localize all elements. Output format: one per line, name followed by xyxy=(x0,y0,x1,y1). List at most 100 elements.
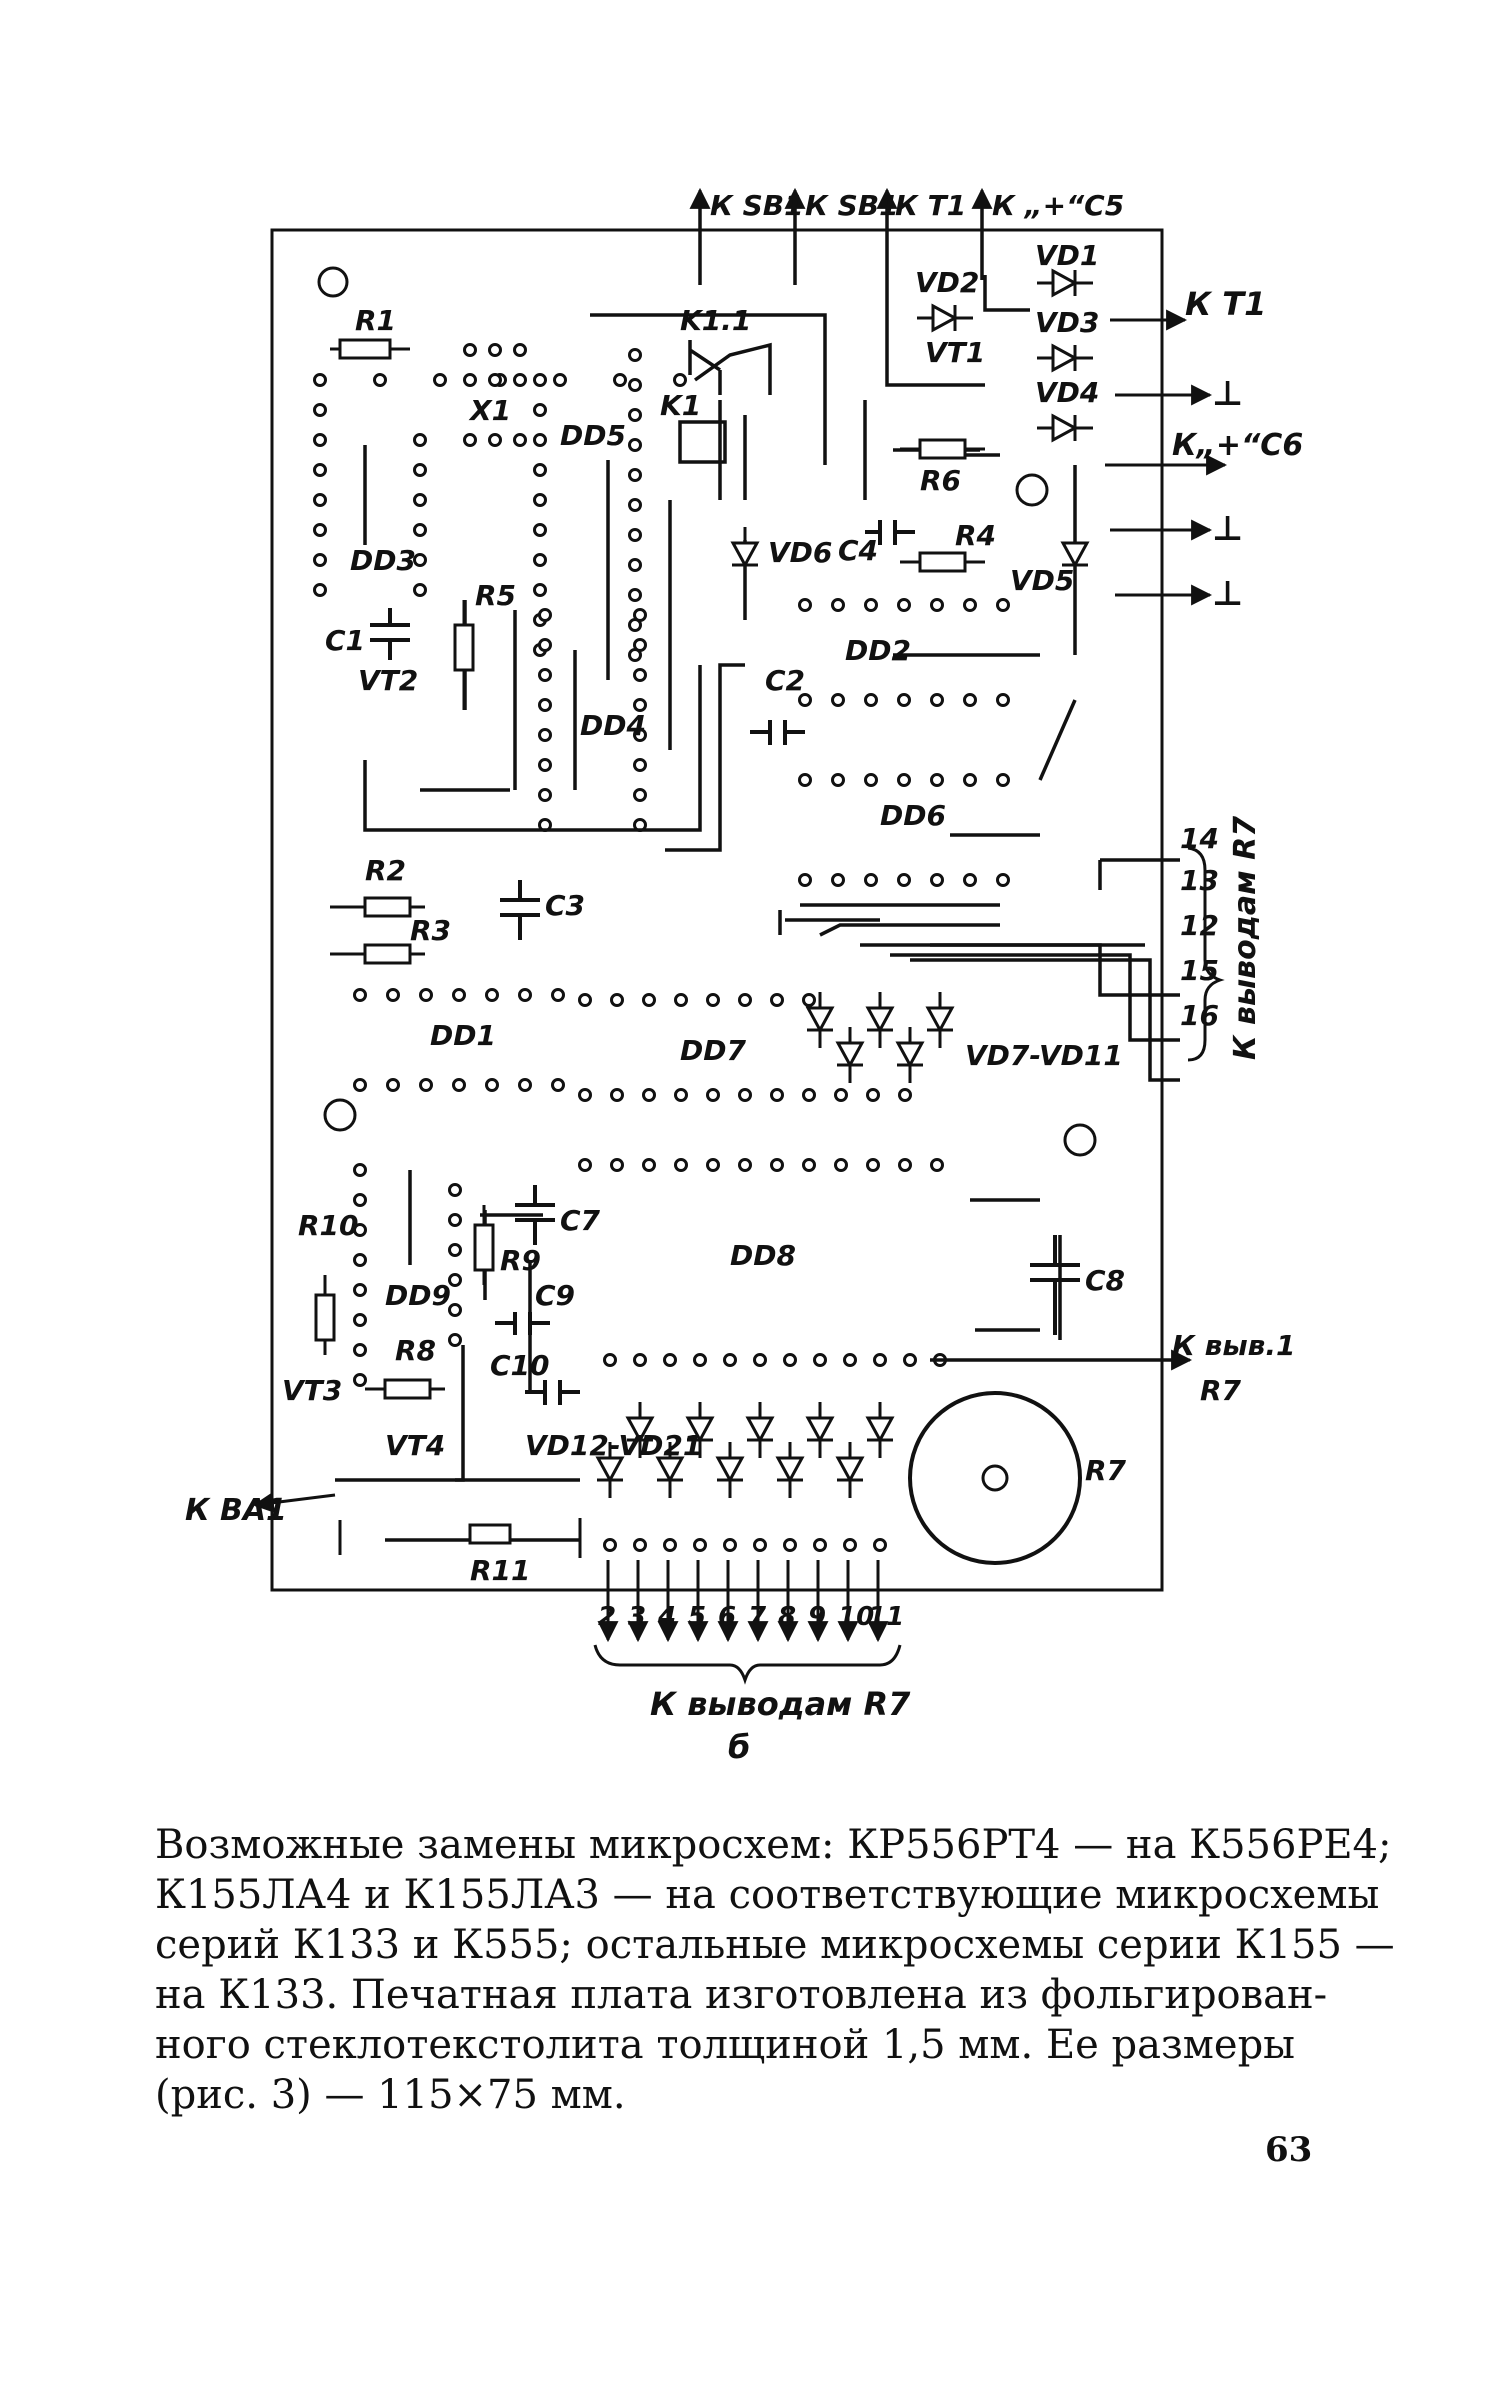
pad xyxy=(898,1088,912,1102)
bottom-brace xyxy=(593,1644,902,1685)
pad xyxy=(452,988,466,1002)
pad xyxy=(996,598,1010,612)
pad xyxy=(603,1538,617,1552)
pad xyxy=(628,438,642,452)
pad xyxy=(864,693,878,707)
diode xyxy=(917,303,973,333)
pad xyxy=(633,728,647,742)
label-bottom-note: К выводам R7 xyxy=(650,1685,911,1723)
component-label-vt1: VT1 xyxy=(925,336,985,369)
diode xyxy=(745,1402,775,1458)
pad xyxy=(633,788,647,802)
component-label-r11: R11 xyxy=(470,1554,531,1587)
diode xyxy=(625,1402,655,1458)
diode xyxy=(835,1027,865,1083)
page-number: 63 xyxy=(1265,2130,1313,2170)
pad xyxy=(551,1078,565,1092)
component-label-r8: R8 xyxy=(395,1334,436,1367)
pad xyxy=(538,728,552,742)
component-labels: R1R2R3R4R5R6R7R8R9R10R11C1C2C3C4C7C8C9C1… xyxy=(282,239,1127,1587)
pad xyxy=(538,788,552,802)
caption-line: Возможные замены микросхем: КР556РТ4 — н… xyxy=(155,1822,1392,1868)
diode xyxy=(1037,343,1093,373)
pad xyxy=(533,373,547,387)
component-label-c1: C1 xyxy=(325,624,365,657)
pad xyxy=(996,773,1010,787)
pad xyxy=(673,373,687,387)
label-right-kt1: К Т1 xyxy=(1185,285,1266,323)
pad xyxy=(628,348,642,362)
component-label-c10: C10 xyxy=(490,1349,550,1382)
pad xyxy=(897,873,911,887)
bottom-pin-label: 6 xyxy=(718,1602,736,1632)
pad xyxy=(353,1193,367,1207)
pad xyxy=(513,433,527,447)
pad xyxy=(642,993,656,1007)
pad xyxy=(610,993,624,1007)
component-label-c2: C2 xyxy=(765,664,805,697)
component-label-vd2: VD2 xyxy=(915,266,979,299)
labels: К SB1 К SB1 К Т1 К „+“С5 К Т1 ⊥ К„+“С6 ⊥… xyxy=(185,189,1303,1760)
label-right-bracket: К выводам R7 xyxy=(1228,816,1263,1060)
pad xyxy=(723,1353,737,1367)
pad xyxy=(448,1213,462,1227)
bottom-pin-label: 4 xyxy=(657,1602,676,1632)
component-label-r9: R9 xyxy=(500,1244,541,1277)
label-right-ground-2: ⊥ xyxy=(1212,509,1243,549)
bottom-pin-label: 10 xyxy=(838,1602,874,1632)
bottom-pin-label: 8 xyxy=(778,1602,796,1632)
pad xyxy=(313,523,327,537)
pad xyxy=(903,1353,917,1367)
diode xyxy=(1060,527,1090,583)
pad xyxy=(578,1088,592,1102)
pad xyxy=(706,993,720,1007)
diode xyxy=(865,992,895,1048)
pad xyxy=(633,608,647,622)
diode xyxy=(895,1027,925,1083)
pad xyxy=(633,1353,647,1367)
pad xyxy=(628,498,642,512)
pad xyxy=(693,1538,707,1552)
component-label-r10: R10 xyxy=(298,1209,359,1242)
pad xyxy=(538,758,552,772)
pad xyxy=(386,988,400,1002)
pad xyxy=(802,1088,816,1102)
pad xyxy=(386,1078,400,1092)
component-label-dd3: DD3 xyxy=(350,544,416,577)
component-label-vt3: VT3 xyxy=(282,1374,342,1407)
pad xyxy=(831,773,845,787)
pad xyxy=(663,1353,677,1367)
pad xyxy=(963,773,977,787)
pad xyxy=(674,1088,688,1102)
pad xyxy=(798,693,812,707)
pad xyxy=(693,1353,707,1367)
pad xyxy=(448,1273,462,1287)
pad xyxy=(663,1538,677,1552)
pad xyxy=(413,493,427,507)
diode xyxy=(730,527,760,583)
pad xyxy=(642,1158,656,1172)
pad xyxy=(538,698,552,712)
pad xyxy=(578,1158,592,1172)
pad xyxy=(613,373,627,387)
diode xyxy=(775,1442,805,1498)
component-label-dd7: DD7 xyxy=(680,1034,746,1067)
pad xyxy=(873,1353,887,1367)
pad xyxy=(413,553,427,567)
pad xyxy=(633,668,647,682)
pad xyxy=(448,1333,462,1347)
pad xyxy=(834,1158,848,1172)
pad xyxy=(930,1158,944,1172)
pad xyxy=(633,698,647,712)
pad xyxy=(488,343,502,357)
component-label-vd4: VD4 xyxy=(1035,376,1099,409)
component-label-k1: K1 xyxy=(660,389,701,422)
component-label-vd7-vd11: VD7-VD11 xyxy=(965,1039,1123,1072)
component-label-dd6: DD6 xyxy=(880,799,946,832)
component-label-c8: C8 xyxy=(1085,1264,1125,1297)
label-right-ground-1: ⊥ xyxy=(1212,374,1243,414)
pad xyxy=(963,873,977,887)
diode xyxy=(865,1402,895,1458)
pad xyxy=(674,993,688,1007)
pad xyxy=(633,638,647,652)
